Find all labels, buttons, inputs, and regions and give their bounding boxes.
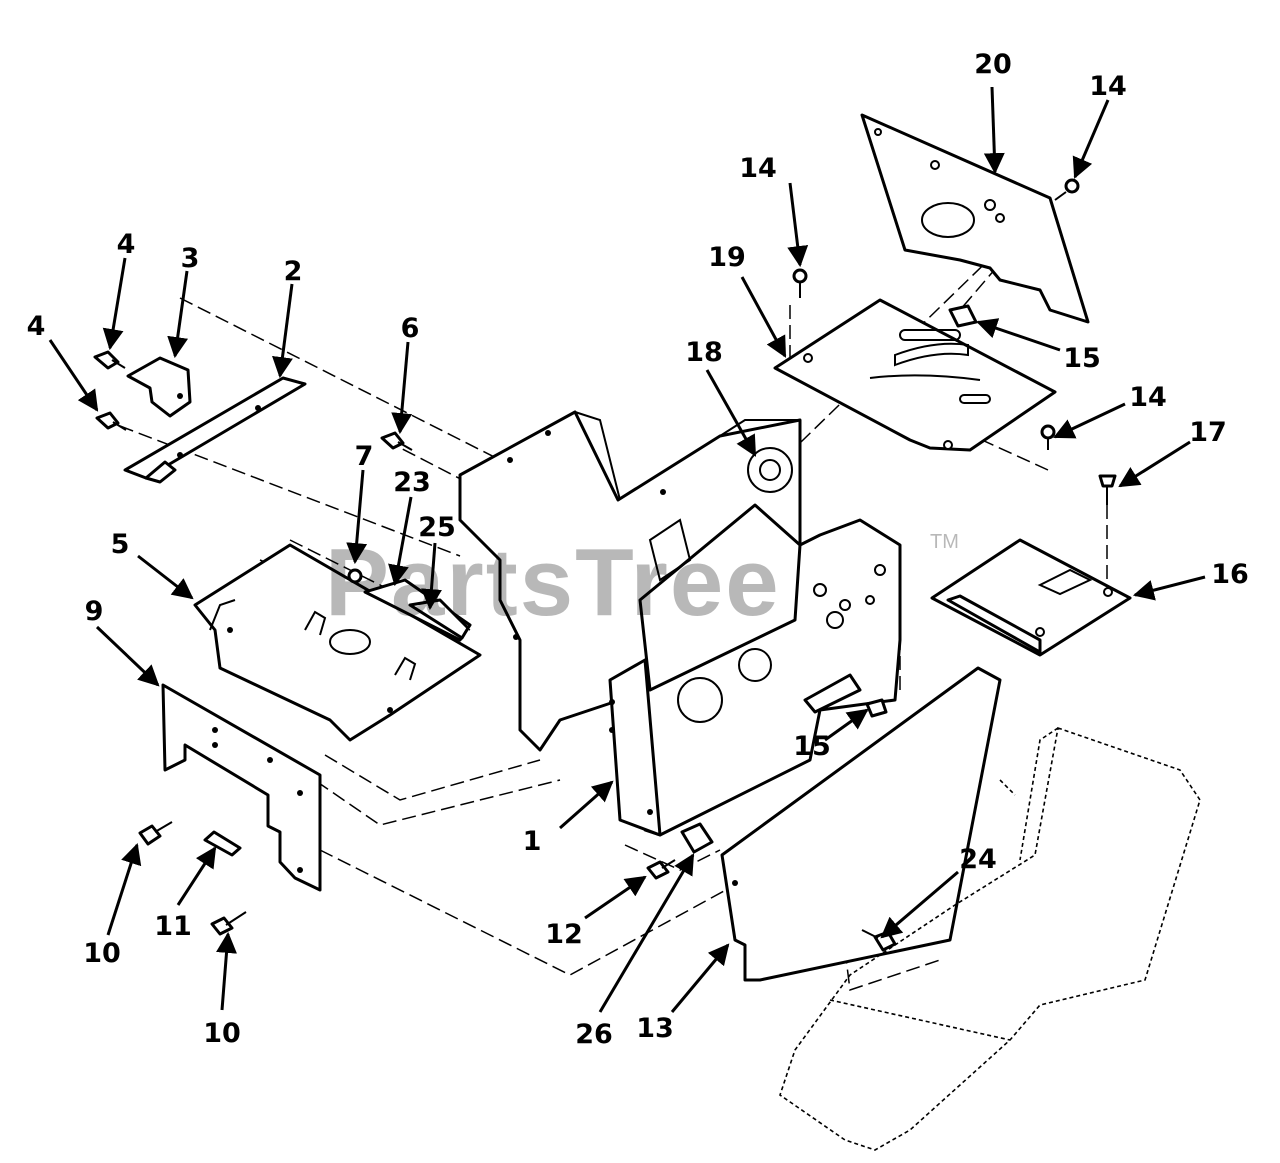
callout-20: 20 [974, 49, 1012, 80]
callout-10-left: 10 [83, 938, 121, 969]
callout-13: 13 [636, 1013, 674, 1044]
callout-26: 26 [575, 1019, 613, 1050]
callout-17: 17 [1189, 417, 1227, 448]
callout-4-left: 4 [27, 311, 46, 342]
watermark-text: PartsTree [325, 529, 781, 636]
callout-10-bottom: 10 [203, 1018, 241, 1049]
part-3-clip [126, 356, 192, 418]
callout-11: 11 [154, 911, 192, 942]
part-1-main-frame [458, 410, 902, 837]
callout-14-middle: 14 [739, 153, 777, 184]
callout-4-top: 4 [117, 229, 136, 260]
callout-16: 16 [1211, 559, 1249, 590]
callout-14-top: 14 [1089, 71, 1127, 102]
callout-3: 3 [181, 243, 200, 274]
callout-1: 1 [523, 826, 542, 857]
callout-24: 24 [959, 844, 997, 875]
callout-9: 9 [85, 596, 104, 627]
callout-14-right: 14 [1129, 382, 1167, 413]
callout-19: 19 [708, 242, 746, 273]
part-20-top-plate [860, 113, 1090, 324]
leader-arrows [48, 86, 1206, 1013]
callout-labels: 1 2 3 4 4 5 6 7 9 10 10 11 12 13 14 14 1… [27, 49, 1249, 1050]
callout-2: 2 [284, 256, 303, 287]
callout-12: 12 [545, 919, 583, 950]
callout-18: 18 [685, 337, 723, 368]
part-2-rail [123, 376, 307, 484]
callout-15-bottom: 15 [793, 731, 831, 762]
callout-23: 23 [393, 467, 431, 498]
callout-25: 25 [418, 512, 456, 543]
callout-6: 6 [401, 313, 420, 344]
part-5-left-platform [193, 543, 482, 742]
part-19-mount-plate [773, 298, 1057, 452]
callout-5: 5 [111, 529, 130, 560]
part-16-side-bracket [930, 538, 1132, 657]
callout-15-top: 15 [1063, 343, 1101, 374]
part-13-cover [720, 666, 1002, 982]
callout-7: 7 [355, 441, 374, 472]
part-9-side-plate [161, 683, 322, 892]
watermark-trademark: TM [930, 531, 959, 553]
seat-outline-dashed [779, 726, 1201, 1151]
